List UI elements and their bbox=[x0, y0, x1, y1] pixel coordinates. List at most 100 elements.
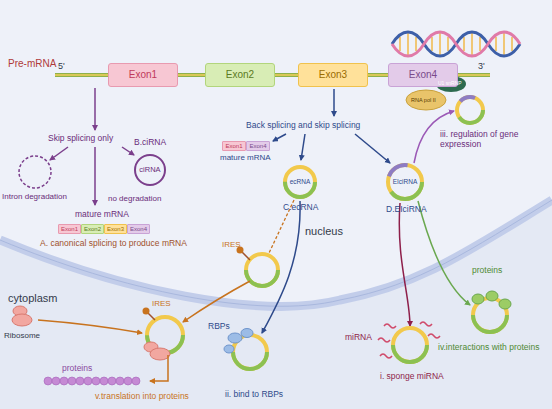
protein-blob bbox=[499, 299, 511, 309]
arrow bbox=[262, 201, 300, 333]
amino-acid bbox=[68, 377, 76, 385]
nucleus-bg bbox=[0, 0, 552, 306]
ring-segment bbox=[388, 165, 422, 199]
dna-rung bbox=[431, 37, 433, 51]
rbp-blob bbox=[241, 329, 253, 338]
circrna-ring bbox=[457, 97, 483, 123]
arrow bbox=[418, 201, 470, 305]
amino-acid bbox=[100, 377, 108, 385]
node-text: Exon1 bbox=[225, 143, 242, 149]
rna-pol-symbol bbox=[406, 90, 446, 110]
node-text: Exon4 bbox=[409, 70, 437, 80]
exon-box: Exon4 bbox=[127, 224, 150, 234]
circrna-ring bbox=[457, 97, 483, 123]
circrna-circle: ecRNA bbox=[282, 164, 318, 200]
arrow bbox=[150, 355, 168, 381]
arrow bbox=[399, 203, 410, 326]
node-text: Exon1 bbox=[61, 226, 78, 232]
text-label: Skip splicing only bbox=[48, 134, 113, 144]
arrow bbox=[94, 147, 96, 205]
mirna-strand bbox=[380, 354, 392, 358]
dna-rung bbox=[439, 33, 441, 55]
degraded-intron bbox=[19, 156, 51, 188]
exon-box: Exon3 bbox=[298, 63, 368, 87]
text-label: 3' bbox=[478, 61, 485, 71]
amino-acid bbox=[92, 377, 100, 385]
node-text: Exon1 bbox=[129, 70, 157, 80]
exon-box: Exon3 bbox=[104, 224, 127, 234]
amino-acid bbox=[116, 377, 124, 385]
dna-rung bbox=[471, 33, 473, 55]
text-label: nucleus bbox=[305, 225, 343, 238]
node-text: Exon4 bbox=[249, 143, 266, 149]
exon-box: Exon4 bbox=[246, 141, 270, 151]
text-label: Back splicing and skip splicing bbox=[246, 121, 360, 131]
circrna-ring bbox=[393, 328, 427, 362]
node-text: Exon2 bbox=[226, 70, 254, 80]
text-label: Intron degradation bbox=[2, 192, 67, 201]
protein-blob bbox=[486, 291, 498, 301]
ring-segment bbox=[285, 167, 315, 197]
amino-acid bbox=[52, 377, 60, 385]
text-label: proteins bbox=[472, 266, 502, 276]
node-text: Exon3 bbox=[107, 226, 124, 232]
exon-box: Exon1 bbox=[108, 63, 178, 87]
protein-chain bbox=[44, 377, 140, 385]
ring-segment bbox=[285, 167, 315, 197]
text-label: IRES bbox=[152, 299, 171, 308]
text-label: v.translation into proteins bbox=[95, 392, 189, 402]
circrna-circle: ciRNA bbox=[132, 152, 168, 188]
circrna-circle: EIciRNA bbox=[385, 162, 425, 202]
arrow bbox=[183, 281, 250, 322]
mirna-strand bbox=[420, 322, 432, 326]
dna-rung bbox=[447, 37, 449, 51]
protein-blob bbox=[472, 294, 484, 304]
dna-rung bbox=[463, 37, 465, 51]
text-label: miRNA bbox=[345, 333, 372, 343]
node-text: ecRNA bbox=[290, 179, 311, 186]
text-label: RBPs bbox=[208, 322, 230, 332]
amino-acid bbox=[60, 377, 68, 385]
text-label: mature mRNA bbox=[220, 153, 271, 162]
text-label: proteins bbox=[62, 364, 92, 374]
dna-rung bbox=[415, 37, 417, 51]
text-label: 5' bbox=[58, 61, 65, 71]
text-label: cytoplasm bbox=[8, 292, 58, 305]
arrow bbox=[355, 134, 390, 163]
text-label: iii. regulation of gene expression bbox=[440, 130, 548, 150]
mirna-strand bbox=[378, 338, 390, 342]
arrow bbox=[50, 147, 68, 160]
text-label: A. canonical splicing to produce mRNA bbox=[40, 239, 187, 249]
arrow bbox=[301, 134, 305, 160]
circrna-ring bbox=[393, 328, 427, 362]
ring-segment bbox=[135, 155, 165, 185]
rbp-blob bbox=[224, 345, 234, 353]
text-label: C.ecRNA bbox=[283, 203, 318, 213]
ires-stem bbox=[148, 313, 155, 320]
exon-box: Exon2 bbox=[81, 224, 104, 234]
amino-acid bbox=[108, 377, 116, 385]
circrna-ring bbox=[246, 254, 278, 286]
node-text: Exon3 bbox=[319, 70, 347, 80]
text-label: D.EIciRNA bbox=[386, 205, 427, 215]
text-label: ii. bind to RBPs bbox=[225, 390, 283, 400]
mirna-strand bbox=[428, 334, 440, 338]
text-label: RNA pol II bbox=[411, 97, 436, 103]
node-text: EIciRNA bbox=[393, 179, 418, 186]
text-label: i. sponge miRNA bbox=[380, 372, 444, 382]
arrow bbox=[122, 147, 134, 155]
arrow bbox=[38, 320, 142, 333]
ires-head bbox=[143, 308, 150, 315]
nuclear-membrane-line bbox=[0, 200, 552, 306]
amino-acid bbox=[44, 377, 52, 385]
text-label: Pre-mRNA bbox=[8, 58, 56, 70]
exon-box: Exon1 bbox=[58, 224, 81, 234]
text-label: no degradation bbox=[108, 194, 161, 203]
dna-rung bbox=[407, 33, 409, 55]
ribosome-icon bbox=[150, 348, 170, 360]
node-text: ciRNA bbox=[139, 166, 160, 174]
dna-rung bbox=[399, 37, 401, 51]
dna-strand bbox=[392, 32, 520, 56]
